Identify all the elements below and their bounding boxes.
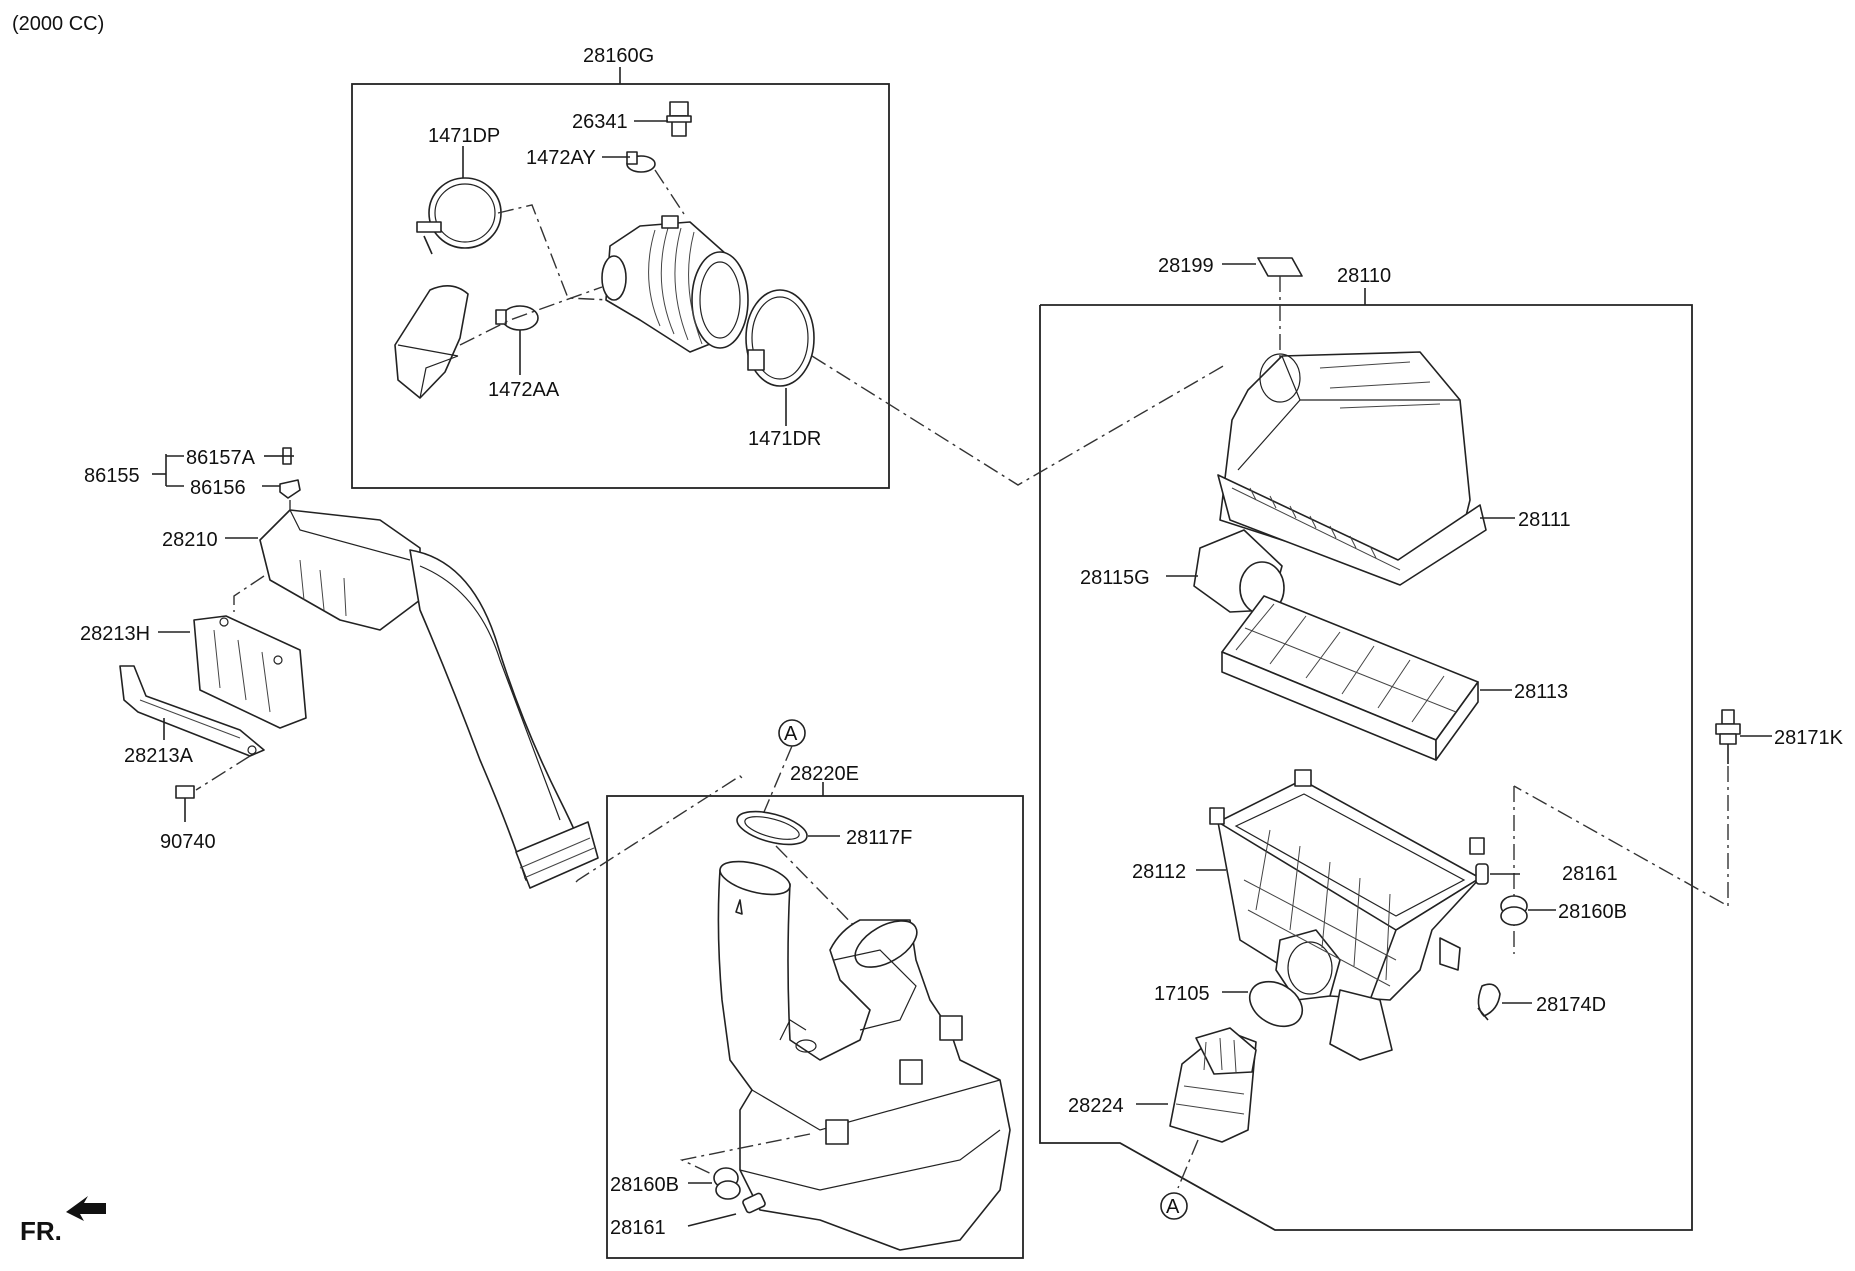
part-1472AA-clamp: [495, 305, 539, 331]
part-28174D-clip: [1477, 983, 1501, 1021]
label-28161-left: 28161: [610, 1217, 666, 1239]
part-28113-filter-element: [1221, 595, 1479, 761]
part-17105-gasket: [1248, 980, 1304, 1028]
label-28213H: 28213H: [80, 623, 150, 645]
part-28161-right-pin: [1475, 863, 1489, 885]
label-28113: 28113: [1514, 681, 1568, 703]
label-1472AY: 1472AY: [526, 147, 596, 169]
label-28115G: 28115G: [1080, 567, 1150, 589]
ref-marker-a-top: A: [778, 719, 806, 747]
label-28117F: 28117F: [846, 827, 912, 849]
label-26341: 26341: [572, 111, 628, 133]
label-28171K: 28171K: [1774, 727, 1844, 749]
part-28171K-bolt: [1715, 709, 1741, 764]
label-28199: 28199: [1158, 255, 1214, 277]
label-1471DP: 1471DP: [428, 125, 500, 147]
label-1472AA: 1472AA: [488, 379, 560, 401]
label-28210: 28210: [162, 529, 218, 551]
part-86157A-pin: [280, 447, 294, 465]
part-1471DR-clamp-ring: [745, 289, 815, 387]
front-direction-arrow-icon: [66, 1196, 106, 1221]
ref-marker-a-bottom: A: [1160, 1192, 1188, 1220]
label-1471DR: 1471DR: [748, 428, 821, 450]
part-throttle-hose: [601, 215, 749, 353]
label-28112: 28112: [1132, 861, 1186, 883]
part-1472AY-clamp: [626, 151, 656, 173]
svg-text:A: A: [1166, 1196, 1180, 1218]
label-90740: 90740: [160, 831, 216, 853]
label-28213A: 28213A: [124, 745, 194, 767]
part-28160B-left-grommet: [713, 1167, 741, 1200]
label-86157A: 86157A: [186, 447, 256, 469]
part-26341-sensor: [666, 101, 692, 137]
label-28220E: 28220E: [790, 763, 859, 785]
group-box-28220E: [606, 795, 1024, 1259]
part-28160B-right-grommet: [1500, 895, 1528, 926]
label-28160G: 28160G: [583, 45, 654, 67]
label-86156: 86156: [190, 477, 246, 499]
part-28161-left-pin: [742, 1192, 766, 1214]
part-86156-clip: [279, 479, 301, 499]
label-17105: 17105: [1154, 983, 1210, 1005]
part-1471DP-clamp-ring: [416, 177, 502, 255]
part-intake-cap: [394, 285, 469, 399]
label-28174D: 28174D: [1536, 994, 1606, 1016]
part-28117F-seal: [736, 810, 808, 846]
label-28110: 28110: [1337, 265, 1391, 287]
part-90740-bolt: [175, 785, 195, 812]
label-28160B-right: 28160B: [1558, 901, 1627, 923]
svg-text:A: A: [784, 723, 798, 745]
label-86155: 86155: [84, 465, 140, 487]
label-28161-right: 28161: [1562, 863, 1618, 885]
part-28224-elbow-duct: [1169, 1027, 1257, 1143]
engine-spec-label: (2000 CC): [12, 13, 104, 35]
label-28224: 28224: [1068, 1095, 1124, 1117]
part-28213H-bracket: [193, 615, 307, 729]
part-28220E-resonator: [717, 860, 1011, 1251]
part-28199-label-sticker: [1257, 257, 1303, 277]
label-28160B-left: 28160B: [610, 1174, 679, 1196]
part-28111-upper-cover: [1217, 351, 1487, 586]
front-indicator-label: FR.: [20, 1216, 62, 1246]
group-box-28110: [1039, 304, 1693, 1231]
label-28111: 28111: [1518, 509, 1571, 531]
part-28210-inlet-duct: [259, 509, 599, 889]
part-28112-lower-case: [1209, 769, 1485, 1061]
part-28213A-bracket: [119, 665, 265, 757]
